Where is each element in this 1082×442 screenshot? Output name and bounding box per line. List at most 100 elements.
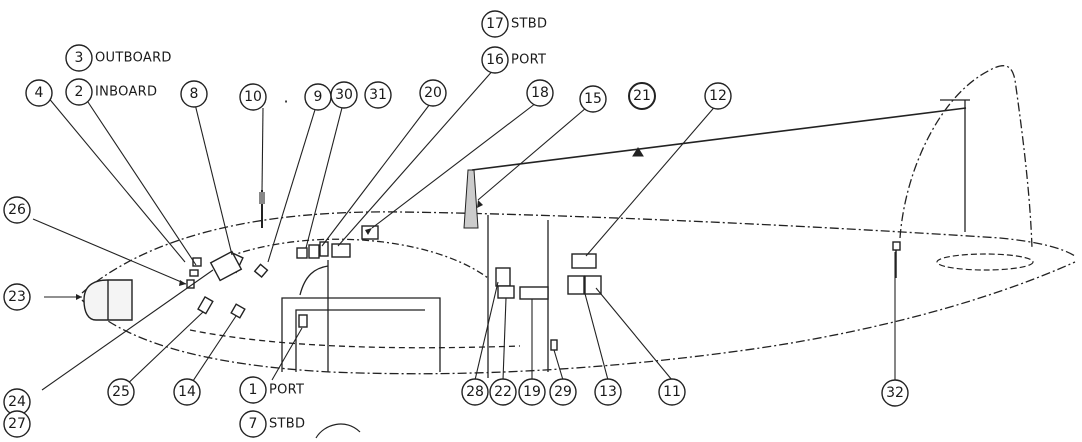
- box-32: [892, 241, 901, 251]
- callout-number: 18: [531, 85, 549, 101]
- callout-number: 11: [663, 384, 681, 400]
- callout-20: 20: [419, 79, 447, 107]
- callout-circle: [3, 283, 31, 311]
- box-18: [361, 225, 379, 240]
- callout-number: 1: [249, 382, 258, 398]
- box-9: [253, 263, 269, 279]
- box-25: [197, 295, 214, 315]
- callout-circle: [704, 82, 732, 110]
- callout-number: 15: [584, 91, 602, 107]
- callout-number: 21: [633, 88, 651, 104]
- callout-26: 26: [3, 196, 31, 224]
- callout-circle: [180, 80, 208, 108]
- callout-word: INBOARD: [95, 85, 157, 100]
- box-30: [296, 247, 308, 259]
- callout-number: 14: [178, 384, 196, 400]
- callout-circle: [594, 378, 622, 406]
- callout-circle: [107, 378, 135, 406]
- callout-10: 10: [239, 83, 267, 111]
- callout-number: 10: [244, 89, 262, 105]
- box-31: [308, 244, 320, 259]
- box-14: [230, 303, 246, 319]
- callout-number: 29: [554, 384, 572, 400]
- callout-19: 19: [518, 378, 546, 406]
- box-22: [497, 285, 515, 299]
- box-16-17: [331, 243, 351, 258]
- callout-circle: [3, 410, 31, 438]
- callout-circle: [881, 379, 909, 407]
- callout-number: 9: [314, 89, 323, 105]
- callout-circle: [481, 10, 509, 38]
- callout-number: 4: [35, 85, 44, 101]
- callout-circle: [239, 410, 267, 438]
- callout-word: PORT: [269, 383, 304, 398]
- callout-22: 22: [489, 378, 517, 406]
- callout-number: 16: [486, 52, 504, 68]
- callout-circle: [239, 376, 267, 404]
- callout-13: 13: [594, 378, 622, 406]
- callout-2: 2 INBOARD: [65, 78, 157, 106]
- callout-number: 13: [599, 384, 617, 400]
- callout-1: 1 PORT: [239, 376, 304, 404]
- top-aerial: [259, 190, 265, 228]
- nose-radome: [83, 279, 133, 321]
- callout-14: 14: [173, 378, 201, 406]
- callout-11: 11: [658, 378, 686, 406]
- callout-circle: [526, 79, 554, 107]
- callout-number: 27: [8, 416, 26, 432]
- box-20: [319, 241, 329, 257]
- callout-15: 15: [579, 85, 607, 113]
- callout-number: 25: [112, 384, 130, 400]
- box-2-inboard: [189, 269, 199, 277]
- callout-circle: [549, 378, 577, 406]
- callout-word: STBD: [269, 417, 305, 432]
- callout-circle: [628, 82, 656, 110]
- callout-number: 20: [424, 85, 442, 101]
- fuselage-outline: [81, 211, 1076, 378]
- callout-circle: [65, 78, 93, 106]
- callout-number: 12: [709, 88, 727, 104]
- callout-number: 22: [494, 384, 512, 400]
- callout-28: 28: [461, 378, 489, 406]
- tailplane: [936, 253, 1034, 271]
- tail-fin: [899, 65, 1033, 249]
- separator-dot: .: [283, 88, 288, 107]
- callout-23: 23: [3, 283, 31, 311]
- callout-word: PORT: [511, 53, 546, 68]
- callout-circle: [239, 83, 267, 111]
- box-main-rack: [209, 250, 243, 282]
- callout-number: 17: [486, 16, 504, 32]
- callout-number: 28: [466, 384, 484, 400]
- leader-lines: [32, 67, 896, 391]
- callout-17: 17 STBD: [481, 10, 547, 38]
- callout-9: 9: [304, 83, 332, 111]
- callout-circle: [173, 378, 201, 406]
- leader-arrowheads: [76, 200, 483, 300]
- callout-24: 24: [3, 388, 31, 416]
- callout-circle: [65, 44, 93, 72]
- aerial-mast: [463, 107, 967, 229]
- component-boxes: [186, 225, 901, 351]
- callout-word: OUTBOARD: [95, 51, 172, 66]
- callout-circle: [481, 46, 509, 74]
- box-1-7: [298, 314, 308, 328]
- callout-number: 19: [523, 384, 541, 400]
- callout-30: 30: [330, 81, 358, 109]
- cropped-callout-arc: [315, 423, 361, 439]
- callout-circle: [330, 81, 358, 109]
- callout-circle: [579, 85, 607, 113]
- callout-number: 8: [190, 86, 199, 102]
- callout-circle: [25, 79, 53, 107]
- callout-number: 32: [886, 385, 904, 401]
- callout-7: 7 STBD: [239, 410, 305, 438]
- callout-number: 2: [75, 84, 84, 100]
- callout-12: 12: [704, 82, 732, 110]
- callout-number: 23: [8, 289, 26, 305]
- callout-number: 7: [249, 416, 258, 432]
- callout-8: 8: [180, 80, 208, 108]
- callout-word: STBD: [511, 17, 547, 32]
- callout-31: 31: [364, 81, 392, 109]
- callout-32: 32: [881, 379, 909, 407]
